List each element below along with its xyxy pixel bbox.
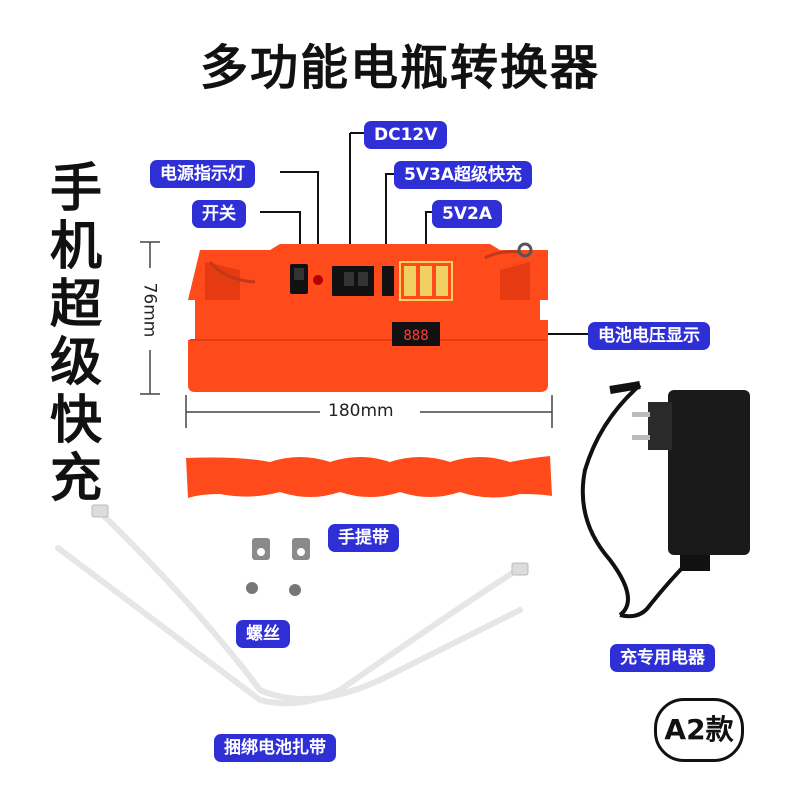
height-dimension: 76mm (139, 282, 160, 338)
width-dimension: 180mm (328, 401, 394, 421)
screw-set (246, 538, 310, 596)
label-5v2a: 5V2A (432, 200, 502, 228)
zip-ties (55, 509, 523, 707)
page-title: 多功能电瓶转换器 (199, 40, 600, 96)
side-title: 手机超级快充 (49, 159, 102, 509)
model-badge: A2款 (654, 698, 744, 762)
usb-a-port (404, 266, 416, 296)
label-screws: 螺丝 (236, 620, 290, 648)
label-dc12v: DC12V (364, 121, 448, 149)
label-switch: 开关 (192, 200, 246, 228)
label-power-indicator: 电源指示灯 (150, 160, 255, 188)
usb-a-port (420, 266, 432, 296)
usb-a-port (436, 266, 448, 296)
usb-c-port (382, 266, 394, 296)
label-voltage-display: 电池电压显示 (588, 322, 710, 350)
voltage-display-screen (392, 322, 440, 346)
power-indicator-led (313, 275, 323, 285)
dimension-lines (140, 241, 553, 428)
label-zip-ties: 捆绑电池扎带 (214, 734, 336, 762)
svg-text:888: 888 (403, 328, 428, 344)
label-charger: 充专用电器 (610, 644, 715, 672)
label-5v3a-fast-charge: 5V3A超级快充 (394, 161, 532, 189)
handle-strap (186, 456, 552, 498)
converter-device: 888 (188, 242, 548, 392)
label-handle-strap: 手提带 (328, 524, 399, 552)
charger-adapter (580, 381, 750, 619)
